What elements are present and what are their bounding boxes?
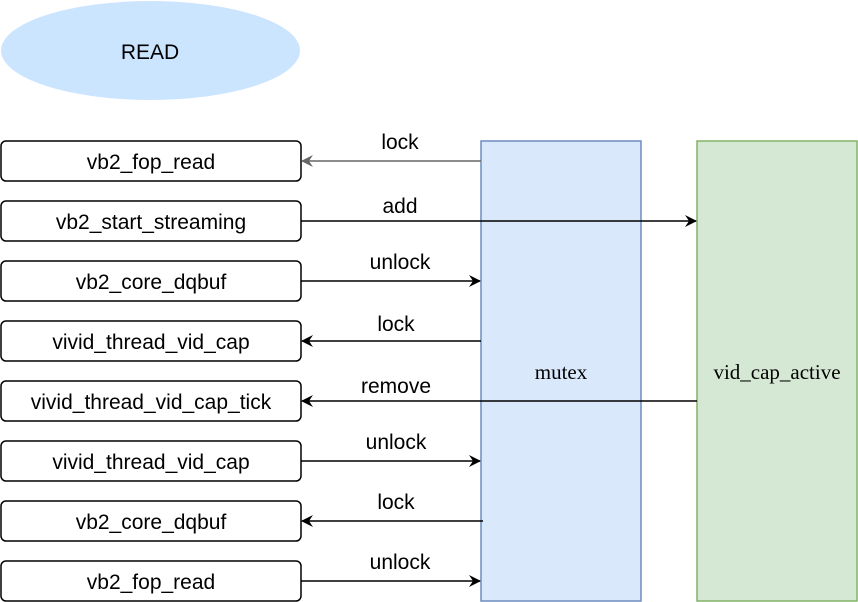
edge-3: lock — [301, 313, 481, 347]
function-box-2: vb2_core_dqbuf — [0, 260, 302, 302]
edge-5: unlock — [301, 431, 481, 467]
edge-2: unlock — [301, 251, 481, 287]
edge-label: remove — [361, 375, 431, 398]
function-box-4: vivid_thread_vid_cap_tick — [0, 380, 302, 422]
edge-label: lock — [377, 313, 415, 336]
vid-cap-active-block — [696, 140, 858, 602]
function-box-0: vb2_fop_read — [0, 140, 302, 182]
edge-label: lock — [377, 491, 415, 514]
function-label: vb2_core_dqbuf — [76, 511, 227, 534]
edge-4: remove — [301, 375, 697, 407]
vid-cap-active-label: vid_cap_active — [713, 360, 840, 384]
edge-1: add — [301, 195, 697, 227]
mutex-block — [480, 140, 642, 602]
edge-label: lock — [381, 131, 419, 154]
function-label: vb2_fop_read — [87, 571, 215, 594]
edge-7: unlock — [301, 551, 481, 587]
function-box-1: vb2_start_streaming — [0, 200, 302, 242]
function-box-6: vb2_core_dqbuf — [0, 500, 302, 542]
edge-label: unlock — [366, 431, 427, 454]
function-label: vb2_fop_read — [87, 151, 215, 174]
function-label: vivid_thread_vid_cap — [52, 451, 249, 474]
edge-6: lock — [301, 491, 483, 527]
function-label: vb2_start_streaming — [56, 211, 246, 234]
read-ellipse — [1, 1, 300, 100]
function-box-3: vivid_thread_vid_cap — [0, 320, 302, 362]
edge-label: add — [382, 195, 417, 218]
function-label: vivid_thread_vid_cap_tick — [31, 391, 272, 414]
edge-label: unlock — [370, 251, 431, 274]
function-box-7: vb2_fop_read — [0, 560, 302, 602]
function-label: vivid_thread_vid_cap — [52, 331, 249, 354]
function-label: vb2_core_dqbuf — [76, 271, 227, 294]
mutex-label: mutex — [535, 360, 588, 384]
read-title: READ — [121, 41, 179, 64]
edge-0: lock — [301, 131, 481, 167]
edge-label: unlock — [370, 551, 431, 574]
function-box-5: vivid_thread_vid_cap — [0, 440, 302, 482]
